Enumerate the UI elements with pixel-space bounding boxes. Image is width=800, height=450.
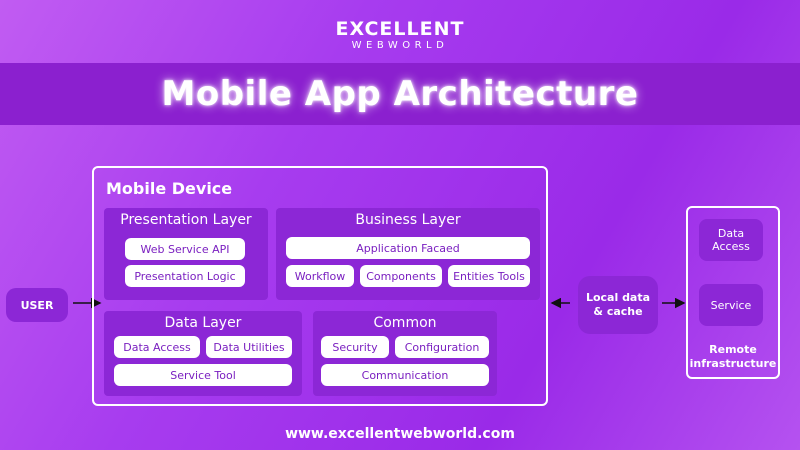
business-layer: Business Layer Application Facaed Workfl…	[276, 208, 540, 300]
common-layer: Common Security Configuration Communicat…	[313, 311, 497, 396]
logo-wordmark-bottom: WEBWORLD	[351, 40, 449, 51]
remote-service-box: Service	[699, 284, 763, 326]
entities-tools-box: Entities Tools	[448, 265, 530, 287]
presentation-layer-title: Presentation Layer	[120, 212, 252, 228]
communication-box: Communication	[321, 364, 489, 386]
components-box: Components	[360, 265, 442, 287]
data-utilities-box: Data Utilities	[206, 336, 292, 358]
presentation-layer: Presentation Layer Web Service API Prese…	[104, 208, 268, 300]
local-data-cache-box: Local data & cache	[578, 276, 658, 334]
remote-label-line2: infrastructure	[689, 357, 777, 370]
common-layer-title: Common	[373, 315, 437, 331]
brand-logo: EXCELLENT WEBWORLD	[0, 18, 800, 52]
presentation-logic-box: Presentation Logic	[125, 265, 245, 287]
remote-data-access-line2: Access	[712, 240, 750, 253]
configuration-box: Configuration	[395, 336, 489, 358]
remote-label-line1: Remote	[709, 343, 757, 356]
remote-data-access-line1: Data	[717, 227, 745, 240]
footer-url: www.excellentwebworld.com	[285, 426, 515, 442]
security-box: Security	[321, 336, 389, 358]
web-service-api-box: Web Service API	[125, 238, 245, 260]
data-access-box: Data Access	[114, 336, 200, 358]
data-layer: Data Layer Data Access Data Utilities Se…	[104, 311, 302, 396]
logo-wordmark-top: EXCELLENT	[335, 18, 465, 40]
workflow-box: Workflow	[286, 265, 354, 287]
page-title: Mobile App Architecture	[161, 74, 639, 114]
mobile-device-title: Mobile Device	[106, 179, 233, 198]
application-facaed-box: Application Facaed	[286, 237, 530, 259]
local-data-line1: Local data	[585, 291, 651, 304]
remote-infrastructure-frame	[686, 206, 780, 379]
user-box: USER	[6, 288, 68, 322]
mobile-device-frame	[92, 166, 548, 406]
local-data-line2: & cache	[593, 305, 643, 318]
remote-infrastructure-label: Remote infrastructure	[686, 343, 780, 371]
data-layer-title: Data Layer	[164, 315, 242, 331]
service-tool-box: Service Tool	[114, 364, 292, 386]
title-band: Mobile App Architecture	[0, 63, 800, 125]
remote-data-access-box: Data Access	[699, 219, 763, 261]
business-layer-title: Business Layer	[355, 212, 461, 228]
